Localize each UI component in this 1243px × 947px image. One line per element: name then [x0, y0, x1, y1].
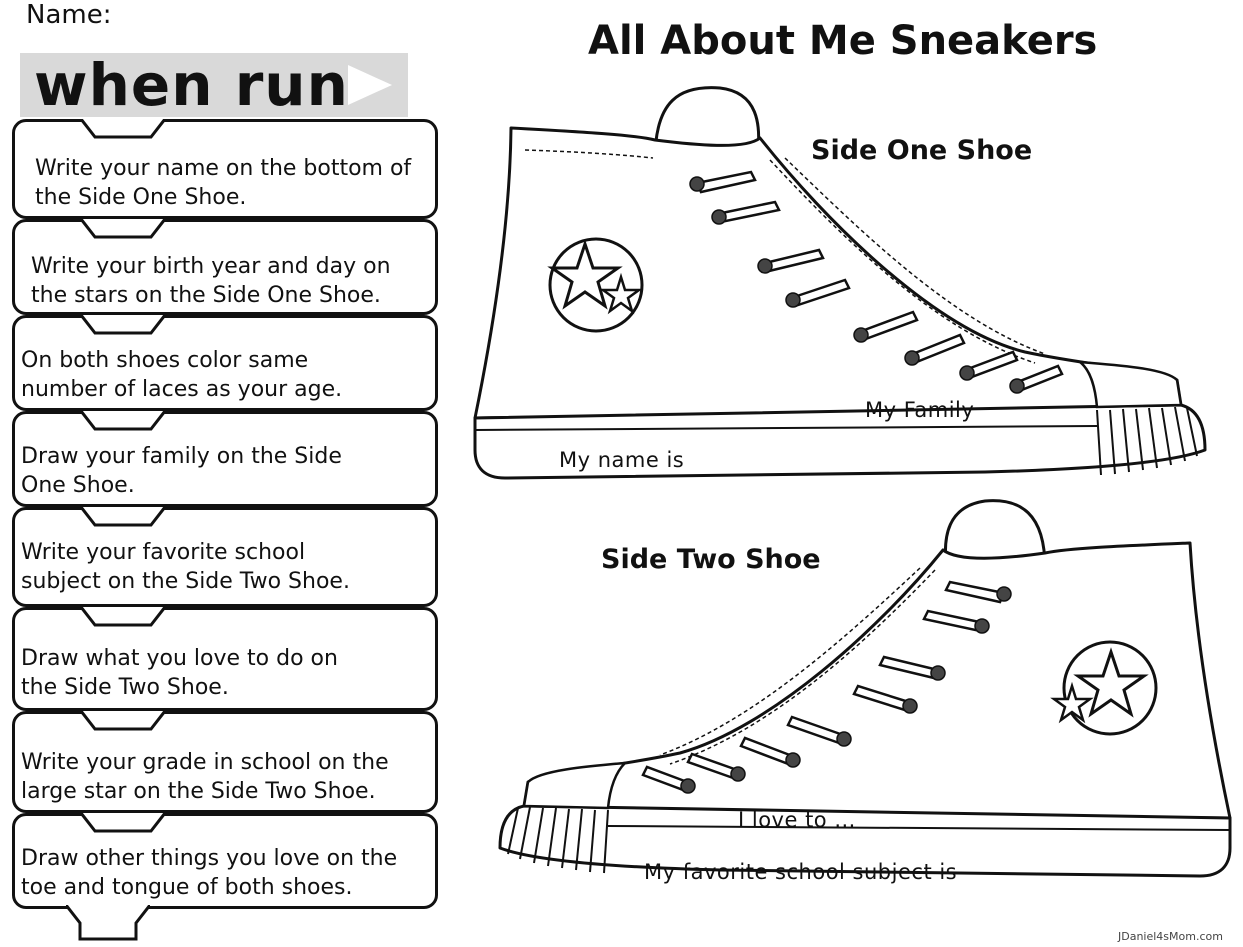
page-title: All About Me Sneakers: [588, 18, 1098, 64]
instruction-text: Draw your family on the Side One Shoe.: [21, 444, 342, 498]
instruction-block: Draw your family on the Side One Shoe.: [12, 411, 438, 507]
side-two-label: Side Two Shoe: [601, 544, 821, 575]
sole: [473, 403, 1207, 480]
small-star-icon: [1050, 681, 1094, 724]
instruction-text: Write your favorite school subject on th…: [21, 540, 350, 594]
when-run-hat-block: when run: [20, 51, 408, 119]
instruction-block: Draw what you love to do on the Side Two…: [12, 607, 438, 711]
instruction-block: Write your name on the bottom of the Sid…: [12, 119, 438, 219]
instruction-block: Draw other things you love on the toe an…: [12, 813, 438, 909]
block-notch: [81, 219, 165, 239]
block-notch: [81, 607, 165, 627]
large-star-icon: [1073, 647, 1149, 718]
block-notch: [81, 813, 165, 833]
sneaker-two-drawing: [498, 499, 1232, 878]
instruction-text: Write your grade in school on the large …: [21, 750, 389, 804]
sneaker-one-drawing: [473, 86, 1207, 480]
instruction-block: On both shoes color same number of laces…: [12, 315, 438, 411]
toe-cap: [1076, 360, 1183, 409]
favorite-subject-text: My favorite school subject is: [644, 860, 958, 884]
block-notch: [81, 711, 165, 731]
name-label: Name:: [26, 0, 112, 30]
instruction-text: Draw what you love to do on the Side Two…: [21, 646, 338, 700]
instruction-text: Write your birth year and day on the sta…: [31, 254, 391, 308]
hat-label: when run: [34, 51, 349, 119]
i-love-to-text: I love to ...: [738, 808, 856, 832]
instruction-text: Write your name on the bottom of the Sid…: [35, 156, 412, 210]
instruction-block: Write your birth year and day on the sta…: [12, 219, 438, 315]
large-star-icon: [547, 239, 623, 310]
play-flag-icon: [348, 65, 392, 105]
side-one-label: Side One Shoe: [811, 135, 1033, 166]
instruction-text: Draw other things you love on the toe an…: [21, 846, 398, 900]
block-notch: [81, 315, 165, 335]
block-bottom-tab: [66, 905, 150, 941]
block-notch: [81, 119, 165, 139]
block-notch: [81, 411, 165, 431]
small-star-icon: [599, 272, 643, 315]
block-notch: [81, 507, 165, 527]
my-name-text: My name is: [559, 448, 685, 472]
instruction-block: Write your grade in school on the large …: [12, 711, 438, 813]
instruction-block: Write your favorite school subject on th…: [12, 507, 438, 607]
instruction-text: On both shoes color same number of laces…: [21, 348, 343, 402]
footer-credit: JDaniel4sMom.com: [1118, 930, 1223, 943]
my-family-text: My Family: [865, 398, 975, 422]
